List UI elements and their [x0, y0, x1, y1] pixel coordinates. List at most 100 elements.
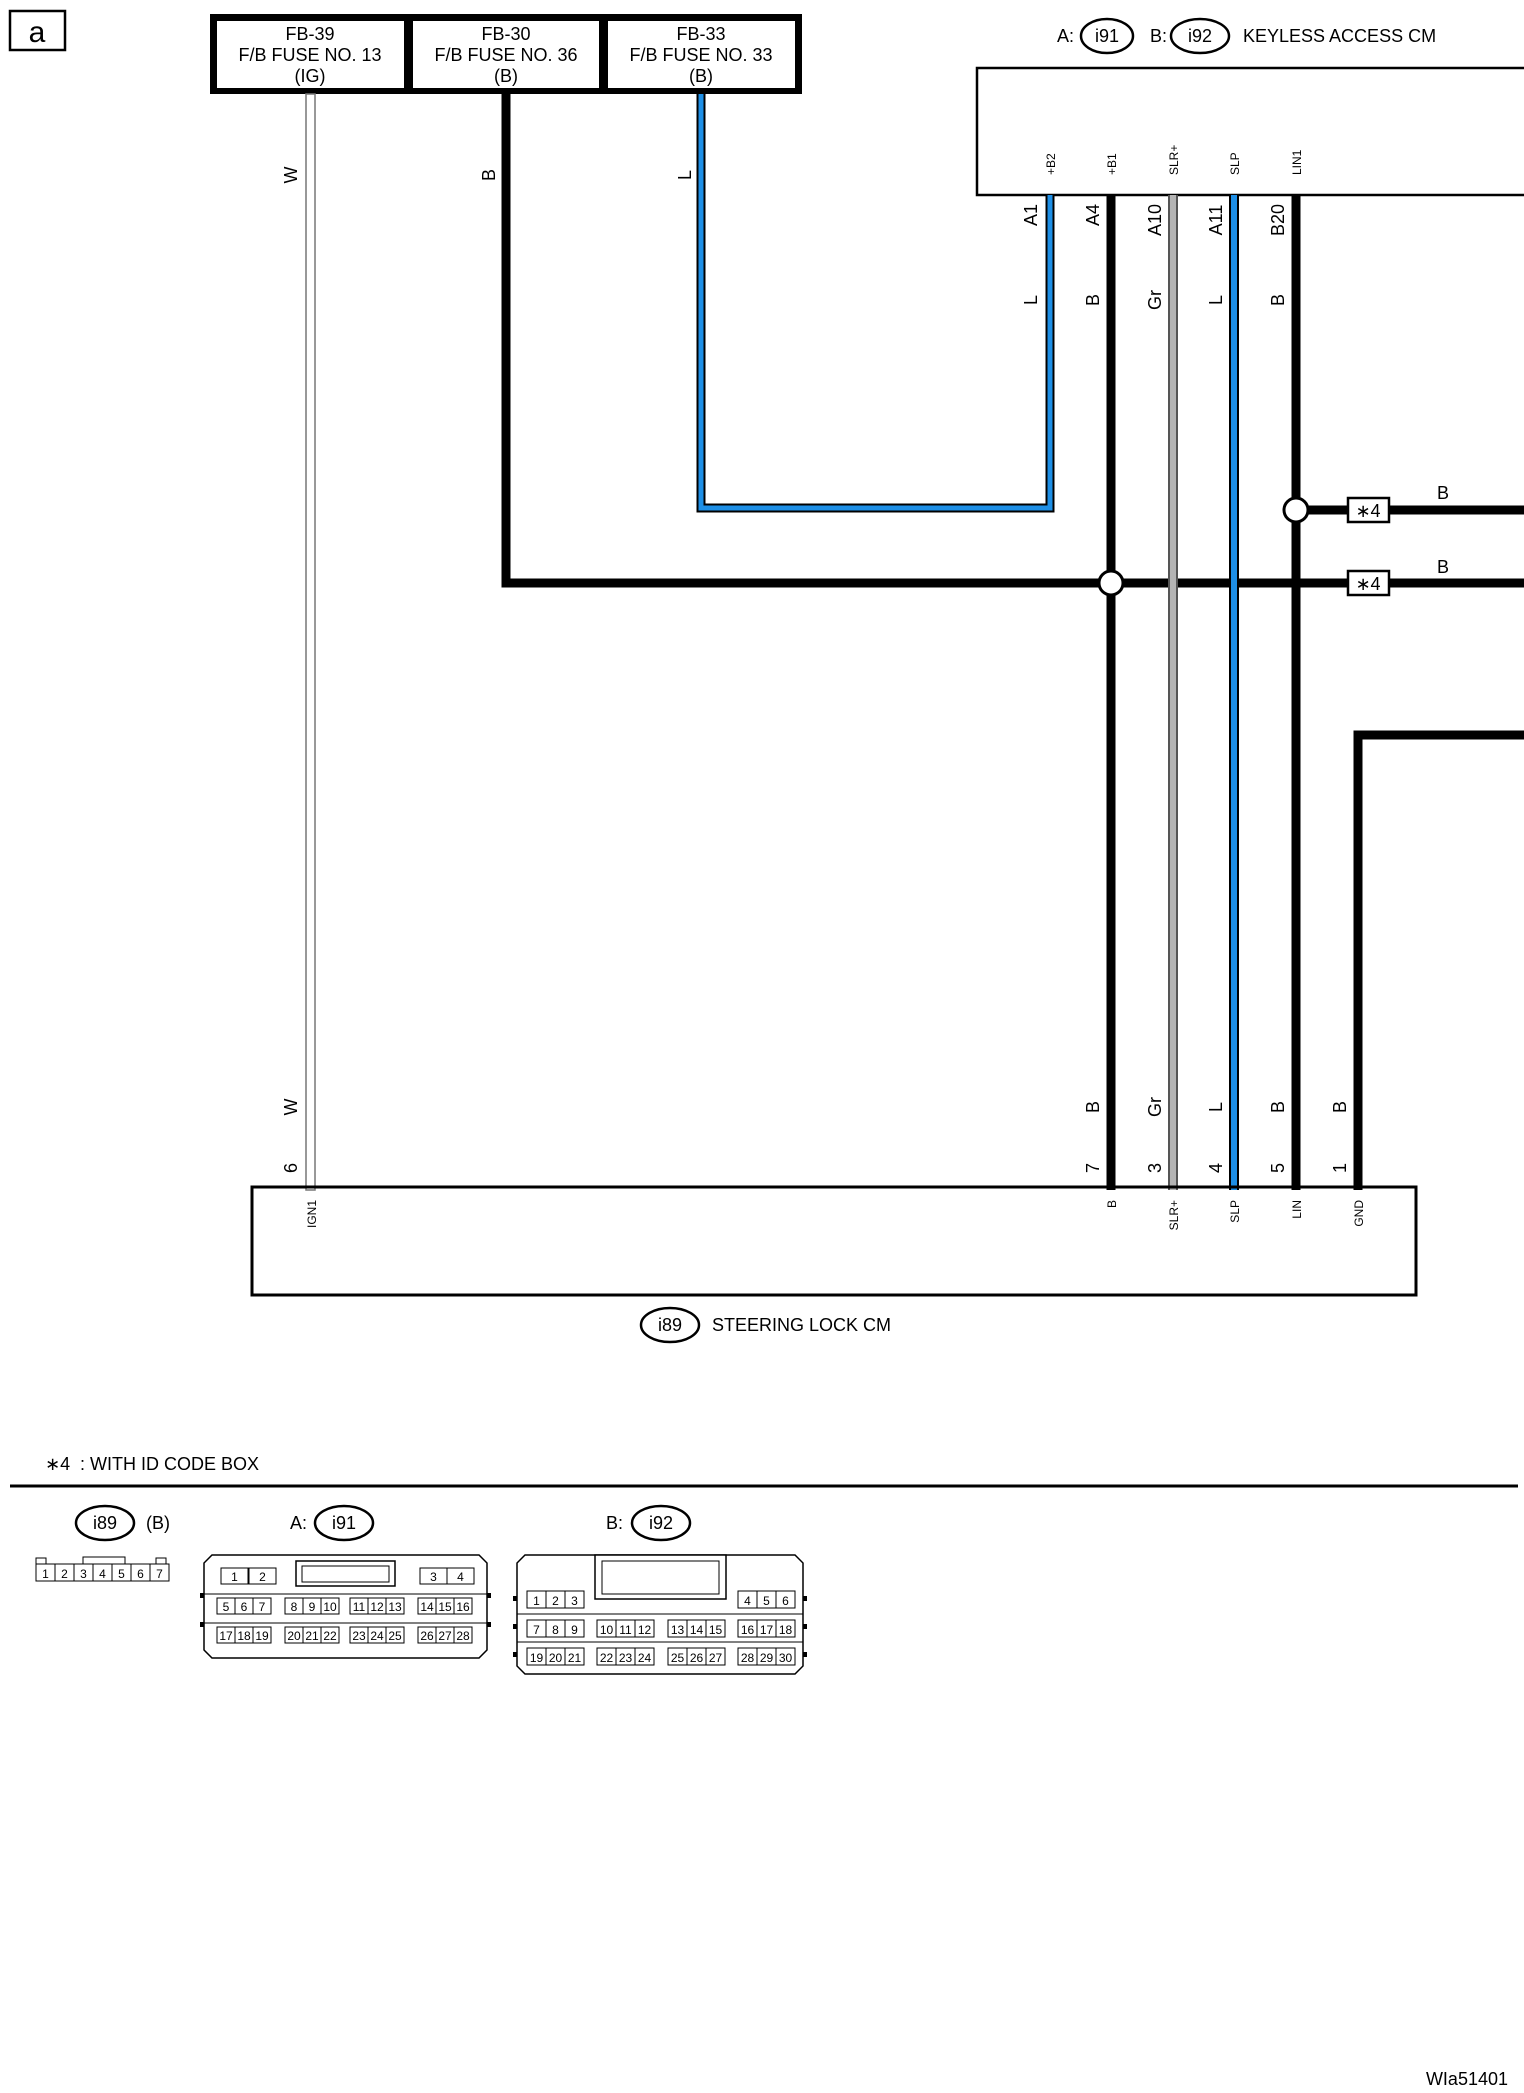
connector-pin-number: 7	[533, 1623, 540, 1637]
keyless-pin-a1: +B2 A1 L	[1021, 153, 1058, 305]
connector-pin-number: 3	[80, 1567, 87, 1581]
svg-text:GND: GND	[1352, 1200, 1366, 1227]
connector-pin-number: 5	[763, 1594, 770, 1608]
svg-text:i89: i89	[93, 1513, 117, 1533]
connector-pin-cell	[320, 1597, 340, 1615]
connector-pin-cell	[320, 1626, 340, 1644]
svg-text:6: 6	[281, 1163, 301, 1173]
connector-pin-number: 14	[690, 1623, 704, 1637]
keyless-cm-box	[975, 66, 1524, 197]
svg-text:FB-33: FB-33	[676, 24, 725, 44]
keyless-pin-a4: +B1 A4 B	[1083, 153, 1119, 306]
splice-marker-2: ∗4 B	[1346, 557, 1449, 597]
svg-text:SLR+: SLR+	[1167, 1200, 1181, 1230]
connector-pin-number: 2	[552, 1594, 559, 1608]
svg-text:+B1: +B1	[1105, 153, 1119, 175]
connector-pin-number: 3	[571, 1594, 578, 1608]
connector-pin-number: 25	[671, 1651, 685, 1665]
connector-pin-number: 8	[291, 1600, 298, 1614]
steering-lock-cm-label: i89 STEERING LOCK CM	[639, 1306, 891, 1344]
connector-pin-number: 2	[61, 1567, 68, 1581]
svg-text:A1: A1	[1021, 204, 1041, 226]
wire-w-ign1	[305, 93, 316, 1191]
connector-pin-cell	[634, 1619, 655, 1638]
svg-text:∗4: ∗4	[1355, 574, 1380, 594]
connector-pin-number: 12	[638, 1623, 652, 1637]
keyless-pin-b20: LIN1 B20 B	[1268, 149, 1304, 306]
note-with-id-code-box: ∗4 : WITH ID CODE BOX	[45, 1454, 259, 1474]
svg-text:LIN: LIN	[1290, 1200, 1304, 1219]
svg-text:i91: i91	[1095, 26, 1119, 46]
connector-pin-number: 5	[223, 1600, 230, 1614]
svg-text:∗4: ∗4	[45, 1454, 70, 1474]
svg-text:B: B	[1083, 294, 1103, 306]
svg-text:∗4: ∗4	[1355, 501, 1380, 521]
connector-pin-cell	[634, 1647, 655, 1666]
connector-pin-number: 30	[779, 1651, 793, 1665]
connector-pin-number: 6	[137, 1567, 144, 1581]
svg-text:5: 5	[1268, 1163, 1288, 1173]
connector-i92-header: B: i92	[606, 1504, 692, 1542]
connector-pin-number: 27	[438, 1629, 452, 1643]
connector-pin-number: 17	[219, 1629, 233, 1643]
connector-pin-cell	[220, 1567, 249, 1585]
svg-text:Gr: Gr	[1145, 1097, 1165, 1117]
svg-text:B: B	[1437, 483, 1449, 503]
splice-marker-1: ∗4 B	[1346, 483, 1449, 524]
connector-pin-number: 6	[782, 1594, 789, 1608]
connector-i91-header: A: i91	[290, 1504, 375, 1542]
svg-text:F/B FUSE NO. 33: F/B FUSE NO. 33	[629, 45, 772, 65]
svg-text:(B): (B)	[146, 1513, 170, 1533]
svg-text:A10: A10	[1145, 204, 1165, 236]
svg-text:B: B	[1268, 294, 1288, 306]
connector-pin-number: 9	[571, 1623, 578, 1637]
svg-text:KEYLESS ACCESS CM: KEYLESS ACCESS CM	[1243, 26, 1436, 46]
connector-pin-number: 19	[255, 1629, 269, 1643]
svg-text:A:: A:	[290, 1513, 307, 1533]
page-label: a	[29, 16, 46, 49]
connector-pin-number: 15	[709, 1623, 723, 1637]
connector-pin-cell	[248, 1567, 277, 1585]
connector-pin-cell	[705, 1619, 726, 1638]
connector-pin-number: 10	[323, 1600, 337, 1614]
svg-text:SLP: SLP	[1228, 1200, 1242, 1223]
connector-pin-number: 25	[388, 1629, 402, 1643]
svg-text:(B): (B)	[494, 66, 518, 86]
steering-pin-6: W 6 IGN1	[281, 1099, 319, 1229]
keyless-pin-a11: SLP A11 L	[1206, 152, 1242, 305]
keyless-header: A: i91 B: i92 KEYLESS ACCESS CM	[1057, 17, 1436, 55]
wire-label-b: B	[479, 169, 499, 181]
connector-pin-number: 23	[619, 1651, 633, 1665]
connector-pin-number: 4	[457, 1570, 464, 1584]
connector-key-tab	[35, 1557, 47, 1565]
connector-pin-number: 11	[619, 1623, 632, 1637]
connector-pin-number: 8	[552, 1623, 559, 1637]
svg-text:STEERING LOCK CM: STEERING LOCK CM	[712, 1315, 891, 1335]
svg-text:i91: i91	[332, 1513, 356, 1533]
figure-id: WIa51401	[1426, 2069, 1508, 2089]
connector-pin-number: 12	[370, 1600, 384, 1614]
svg-text:B: B	[1330, 1101, 1350, 1113]
svg-text:A:: A:	[1057, 26, 1074, 46]
svg-text:B20: B20	[1268, 204, 1288, 236]
connector-pin-cell	[252, 1626, 272, 1644]
connector-pin-cell	[775, 1619, 796, 1638]
connector-pin-number: 11	[353, 1600, 366, 1614]
steering-pin-1: B 1 GND	[1330, 1101, 1366, 1227]
connector-pin-cell	[385, 1597, 405, 1615]
svg-text:L: L	[1206, 295, 1226, 305]
svg-text:LIN1: LIN1	[1290, 149, 1304, 175]
connector-pin-cell	[453, 1597, 473, 1615]
fuse-fb33: FB-33 F/B FUSE NO. 33 (B)	[608, 21, 795, 88]
connector-pin-number: 24	[370, 1629, 384, 1643]
connector-pin-cell	[564, 1647, 585, 1666]
keyless-pin-a10: SLR+ A10 Gr	[1145, 145, 1181, 310]
connector-pin-number: 22	[323, 1629, 337, 1643]
svg-text:L: L	[1021, 295, 1041, 305]
connector-pin-number: 5	[118, 1567, 125, 1581]
svg-text:: WITH ID CODE BOX: : WITH ID CODE BOX	[80, 1454, 259, 1474]
steering-pin-3: Gr 3 SLR+	[1145, 1097, 1181, 1230]
svg-text:Gr: Gr	[1145, 290, 1165, 310]
